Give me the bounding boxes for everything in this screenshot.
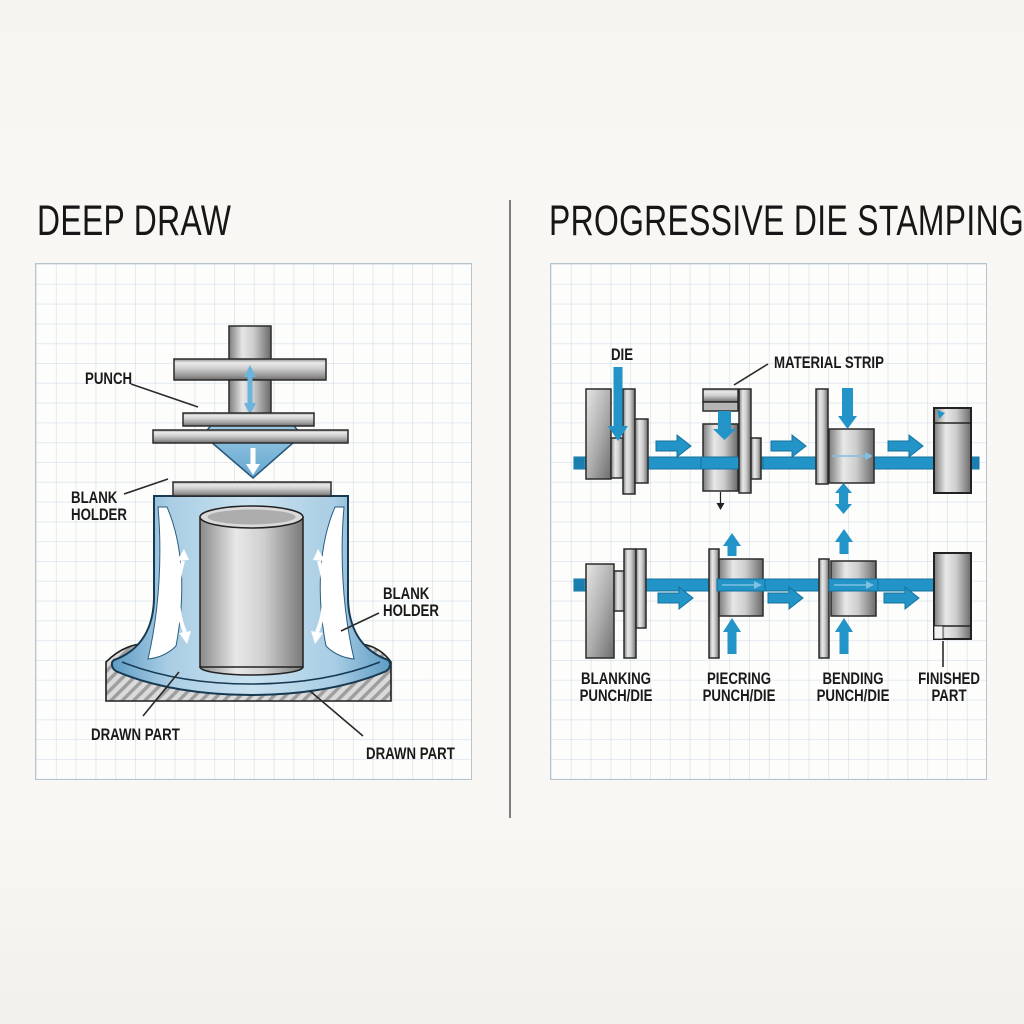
panel-divider	[509, 200, 511, 818]
top-row-piercing-station	[700, 388, 764, 510]
drawn-part-left-leader	[142, 671, 180, 717]
material-strip-leader	[733, 363, 769, 386]
upper-holder-plate	[182, 412, 315, 427]
feed-arrow-icon	[887, 434, 924, 458]
strip-direction-arrow-icon	[754, 581, 762, 589]
punch-cylinder	[199, 505, 304, 676]
flow-arrowheads	[177, 549, 325, 644]
bend-down-arrow-icon	[838, 388, 857, 429]
bending-label-2: PUNCH/DIE	[817, 687, 890, 706]
punch-assembly	[152, 325, 349, 479]
deep-draw-title: DEEP DRAW	[37, 197, 232, 245]
deep-draw-diagram: PUNCH BLANK HOLDER BLANK HOLDER DRAWN PA…	[71, 325, 455, 764]
material-flow-arrows	[175, 560, 327, 633]
blank-holder-right-label-2: HOLDER	[383, 602, 439, 621]
lower-holder-plate	[152, 429, 349, 444]
feed-arrow-icon	[770, 434, 807, 458]
pierce-up-arrow-icon	[723, 618, 741, 654]
die-down-arrow-icon	[608, 367, 628, 441]
feed-arrow-icon	[655, 434, 692, 458]
material-strip-label: MATERIAL STRIP	[774, 354, 884, 373]
drawn-part-left-label: DRAWN PART	[91, 726, 180, 745]
bottom-row-bending-station	[818, 558, 879, 659]
cylinder-top-bore	[207, 509, 296, 525]
blank-holder-right-label-1: BLANK	[383, 585, 429, 604]
finished-part-label-2: PART	[931, 687, 967, 706]
transfer-up-arrow-icon	[723, 533, 741, 556]
piercing-label-2: PUNCH/DIE	[703, 687, 776, 706]
flow-arrow-right-icon	[315, 560, 327, 633]
bottom-row-finished-part	[933, 552, 972, 667]
blanking-label-2: PUNCH/DIE	[580, 687, 653, 706]
piercing-punch-arrow-icon	[713, 411, 736, 440]
deep-draw-panel: PUNCH BLANK HOLDER BLANK HOLDER DRAWN PA…	[35, 263, 472, 780]
corner-arrow-icon	[937, 410, 945, 419]
piercing-label-1: PIECRING	[707, 670, 771, 689]
blank-holder-left-label-1: BLANK	[71, 489, 117, 508]
cone-down-arrow-icon	[246, 448, 260, 475]
bend-up-arrow-icon	[835, 618, 853, 654]
blank-holder-left-leader	[123, 478, 169, 495]
punch-label: PUNCH	[85, 370, 132, 389]
blanking-label-1: BLANKING	[581, 670, 651, 689]
cup-bottom-sheet-line	[121, 661, 381, 685]
material-strip-top	[573, 456, 980, 470]
top-row-finished-part	[933, 407, 972, 494]
progressive-title: PROGRESSIVE DIE STAMPING	[549, 197, 1024, 245]
strip-direction-arrow-icon	[865, 452, 873, 460]
transfer-up-arrow-icon	[835, 529, 853, 554]
blank-holder-plate	[172, 481, 332, 497]
top-row-bending-station	[815, 388, 875, 514]
punch-leader	[130, 383, 199, 408]
die-label: DIE	[611, 346, 633, 365]
bending-label-1: BENDING	[822, 670, 883, 689]
blank-holder-left-label-2: HOLDER	[71, 506, 127, 525]
top-row-blanking-station	[585, 388, 649, 495]
strip-direction-arrow-icon	[866, 581, 874, 589]
bend-double-arrow-icon	[835, 483, 852, 514]
punch-top-shank	[228, 325, 272, 361]
drawn-part-right-leader	[309, 690, 364, 737]
flow-arrow-left-icon	[175, 560, 187, 633]
drawn-part-right-label: DRAWN PART	[366, 745, 455, 764]
blank-holder-right-leader	[340, 612, 380, 632]
bent-tab-notch	[933, 625, 944, 640]
progressive-panel: DIE MATERIAL STRIP BLANKING PUNCH/DIE PI…	[550, 263, 987, 780]
punch-stroke-double-arrow-icon	[244, 365, 256, 415]
progressive-diagram: DIE MATERIAL STRIP BLANKING PUNCH/DIE PI…	[573, 346, 980, 706]
slug-drop-arrow-icon	[716, 503, 725, 510]
finished-part-label-1: FINISHED	[918, 670, 980, 689]
bottom-row-piercing-station	[708, 548, 766, 659]
bottom-row-blanking-station	[585, 548, 647, 659]
